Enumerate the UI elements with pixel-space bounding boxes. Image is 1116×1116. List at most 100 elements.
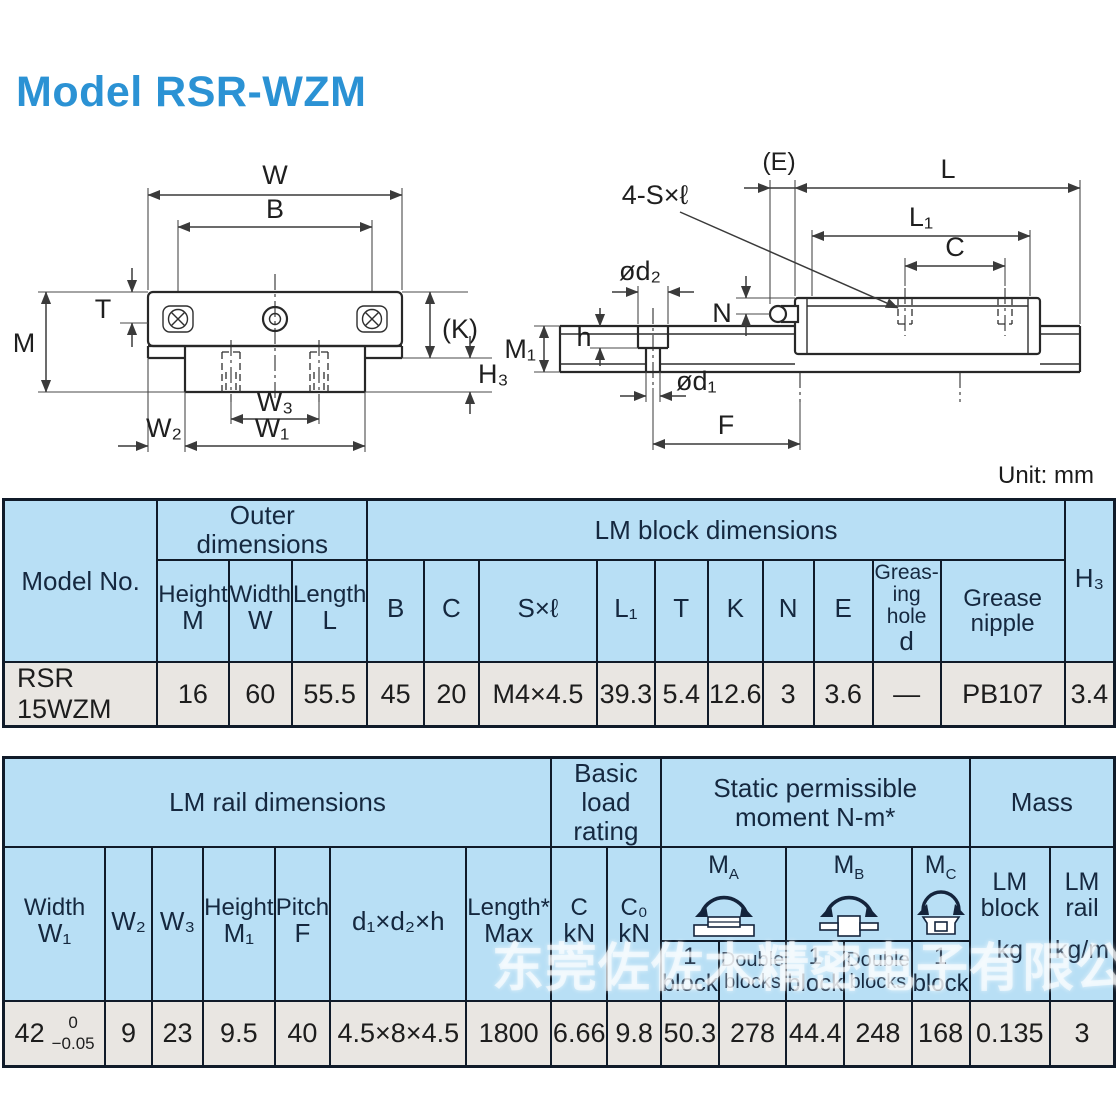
- side-view-drawing: (E) L L₁ C 4-S×ℓ N ød₂: [504, 148, 1082, 450]
- header-ma: MA: [659, 846, 788, 942]
- unit-label: Unit: mm: [998, 462, 1094, 489]
- header-model-no: Model No.: [2, 498, 159, 664]
- dim-label-w3: W₃: [257, 387, 293, 417]
- cell-nipple: PB107: [939, 661, 1066, 728]
- cell-ma-double: 278: [717, 999, 788, 1068]
- header-grease-nipple: Grease nipple: [939, 559, 1066, 664]
- cell-w1: 42 0−0.05: [2, 999, 107, 1068]
- cell-c: 20: [422, 661, 480, 728]
- table-row: RSR 15WZM 16 60 55.5 45 20 M4×4.5 39.3 5…: [2, 661, 1116, 728]
- dim-label-f: F: [718, 410, 735, 440]
- dim-label-l1: L₁: [909, 202, 933, 232]
- dim-label-l: L: [940, 154, 955, 184]
- dim-label-c: C: [945, 232, 965, 262]
- cell-sxl: M4×4.5: [477, 661, 599, 728]
- dimension-diagrams: W B: [13, 148, 1082, 452]
- cell-d: —: [871, 661, 942, 728]
- header-mass: Mass: [968, 756, 1116, 849]
- header-static-moment: Static permissible moment N-m*: [659, 756, 971, 849]
- dim-label-t: T: [95, 294, 112, 324]
- header-ma-1-block: 1 block: [659, 939, 720, 1002]
- mc-moment-icon: [916, 890, 965, 935]
- header-mc-1-block: 1 block: [910, 939, 971, 1002]
- dim-label-b: B: [266, 194, 284, 224]
- dim-label-d1: ød₁: [676, 366, 717, 396]
- header-sxl: S×ℓ: [477, 559, 599, 664]
- cell-m: 16: [156, 661, 230, 728]
- cell-model: RSR 15WZM: [2, 661, 159, 728]
- page-title: Model RSR-WZM: [16, 68, 367, 116]
- dim-label-m: M: [13, 328, 36, 358]
- cell-mc-1block: 168: [910, 999, 971, 1068]
- header-d1d2h: d₁×d₂×h: [329, 846, 468, 1002]
- dim-label-w2: W₂: [146, 413, 182, 443]
- header-w3: W₃: [150, 846, 205, 1002]
- cell-w: 60: [227, 661, 293, 728]
- dim-label-e: (E): [762, 148, 795, 176]
- cell-f: 40: [273, 999, 332, 1068]
- cell-m1: 9.5: [202, 999, 276, 1068]
- dim-label-k: (K): [442, 314, 478, 344]
- cell-t: 5.4: [653, 661, 709, 728]
- cell-c0: 9.8: [606, 999, 662, 1068]
- header-lm-rail-dimensions: LM rail dimensions: [2, 756, 553, 849]
- front-view-drawing: W B: [13, 160, 509, 452]
- header-mb-1-block: 1 block: [785, 939, 846, 1002]
- header-lm-block-dimensions: LM block dimensions: [366, 498, 1066, 562]
- cell-k: 12.6: [706, 661, 764, 728]
- callout-4sxl: 4-S×ℓ: [622, 180, 689, 210]
- tolerance-lower: −0.05: [51, 1033, 95, 1053]
- header-outer-dimensions: Outer dimensions: [156, 498, 369, 562]
- dim-label-h3: H₃: [478, 359, 509, 389]
- cell-l: 55.5: [290, 661, 369, 728]
- mb-moment-icon: [819, 895, 879, 937]
- cell-mass-block: 0.135: [968, 999, 1052, 1068]
- cell-w2: 9: [104, 999, 153, 1068]
- dim-label-d2: ød₂: [619, 256, 661, 286]
- header-t: T: [653, 559, 709, 664]
- cell-c: 6.66: [550, 999, 609, 1068]
- ma-moment-icon: [692, 895, 755, 937]
- cell-w3: 23: [150, 999, 205, 1068]
- header-n: N: [761, 559, 815, 664]
- header-mb: MB: [785, 846, 913, 942]
- dim-label-w1: W₁: [255, 413, 290, 443]
- header-length-max: Length*Max: [465, 846, 553, 1002]
- cell-d1d2h: 4.5×8×4.5: [329, 999, 468, 1068]
- header-mb-double-blocks: Double blocks: [843, 939, 913, 1002]
- cell-l1: 39.3: [596, 661, 656, 728]
- cell-max: 1800: [465, 999, 553, 1068]
- dim-label-h: h: [576, 322, 591, 352]
- table-row: 42 0−0.05 9 23 9.5 40 4.5×8×4.5 1800 6.6…: [2, 999, 1116, 1068]
- cell-mass-rail: 3: [1049, 999, 1116, 1068]
- dim-label-m1: M₁: [504, 334, 536, 364]
- cell-e: 3.6: [812, 661, 874, 728]
- header-b: B: [366, 559, 425, 664]
- header-basic-load-rating: Basic load rating: [550, 756, 662, 849]
- cell-b: 45: [366, 661, 425, 728]
- cell-n: 3: [761, 661, 815, 728]
- cell-h3: 3.4: [1063, 661, 1116, 728]
- front-hidden-holes: [221, 340, 329, 402]
- header-e: E: [812, 559, 874, 664]
- cell-ma-1block: 50.3: [659, 999, 720, 1068]
- header-c: C: [422, 559, 480, 664]
- lm-block-table: Model No. Outer dimensions LM block dime…: [2, 498, 1116, 729]
- header-ma-double-blocks: Double blocks: [717, 939, 788, 1002]
- tolerance-upper: 0: [68, 1013, 78, 1033]
- header-w2: W₂: [104, 846, 153, 1002]
- dim-label-w: W: [262, 160, 288, 190]
- header-l1: L₁: [596, 559, 656, 664]
